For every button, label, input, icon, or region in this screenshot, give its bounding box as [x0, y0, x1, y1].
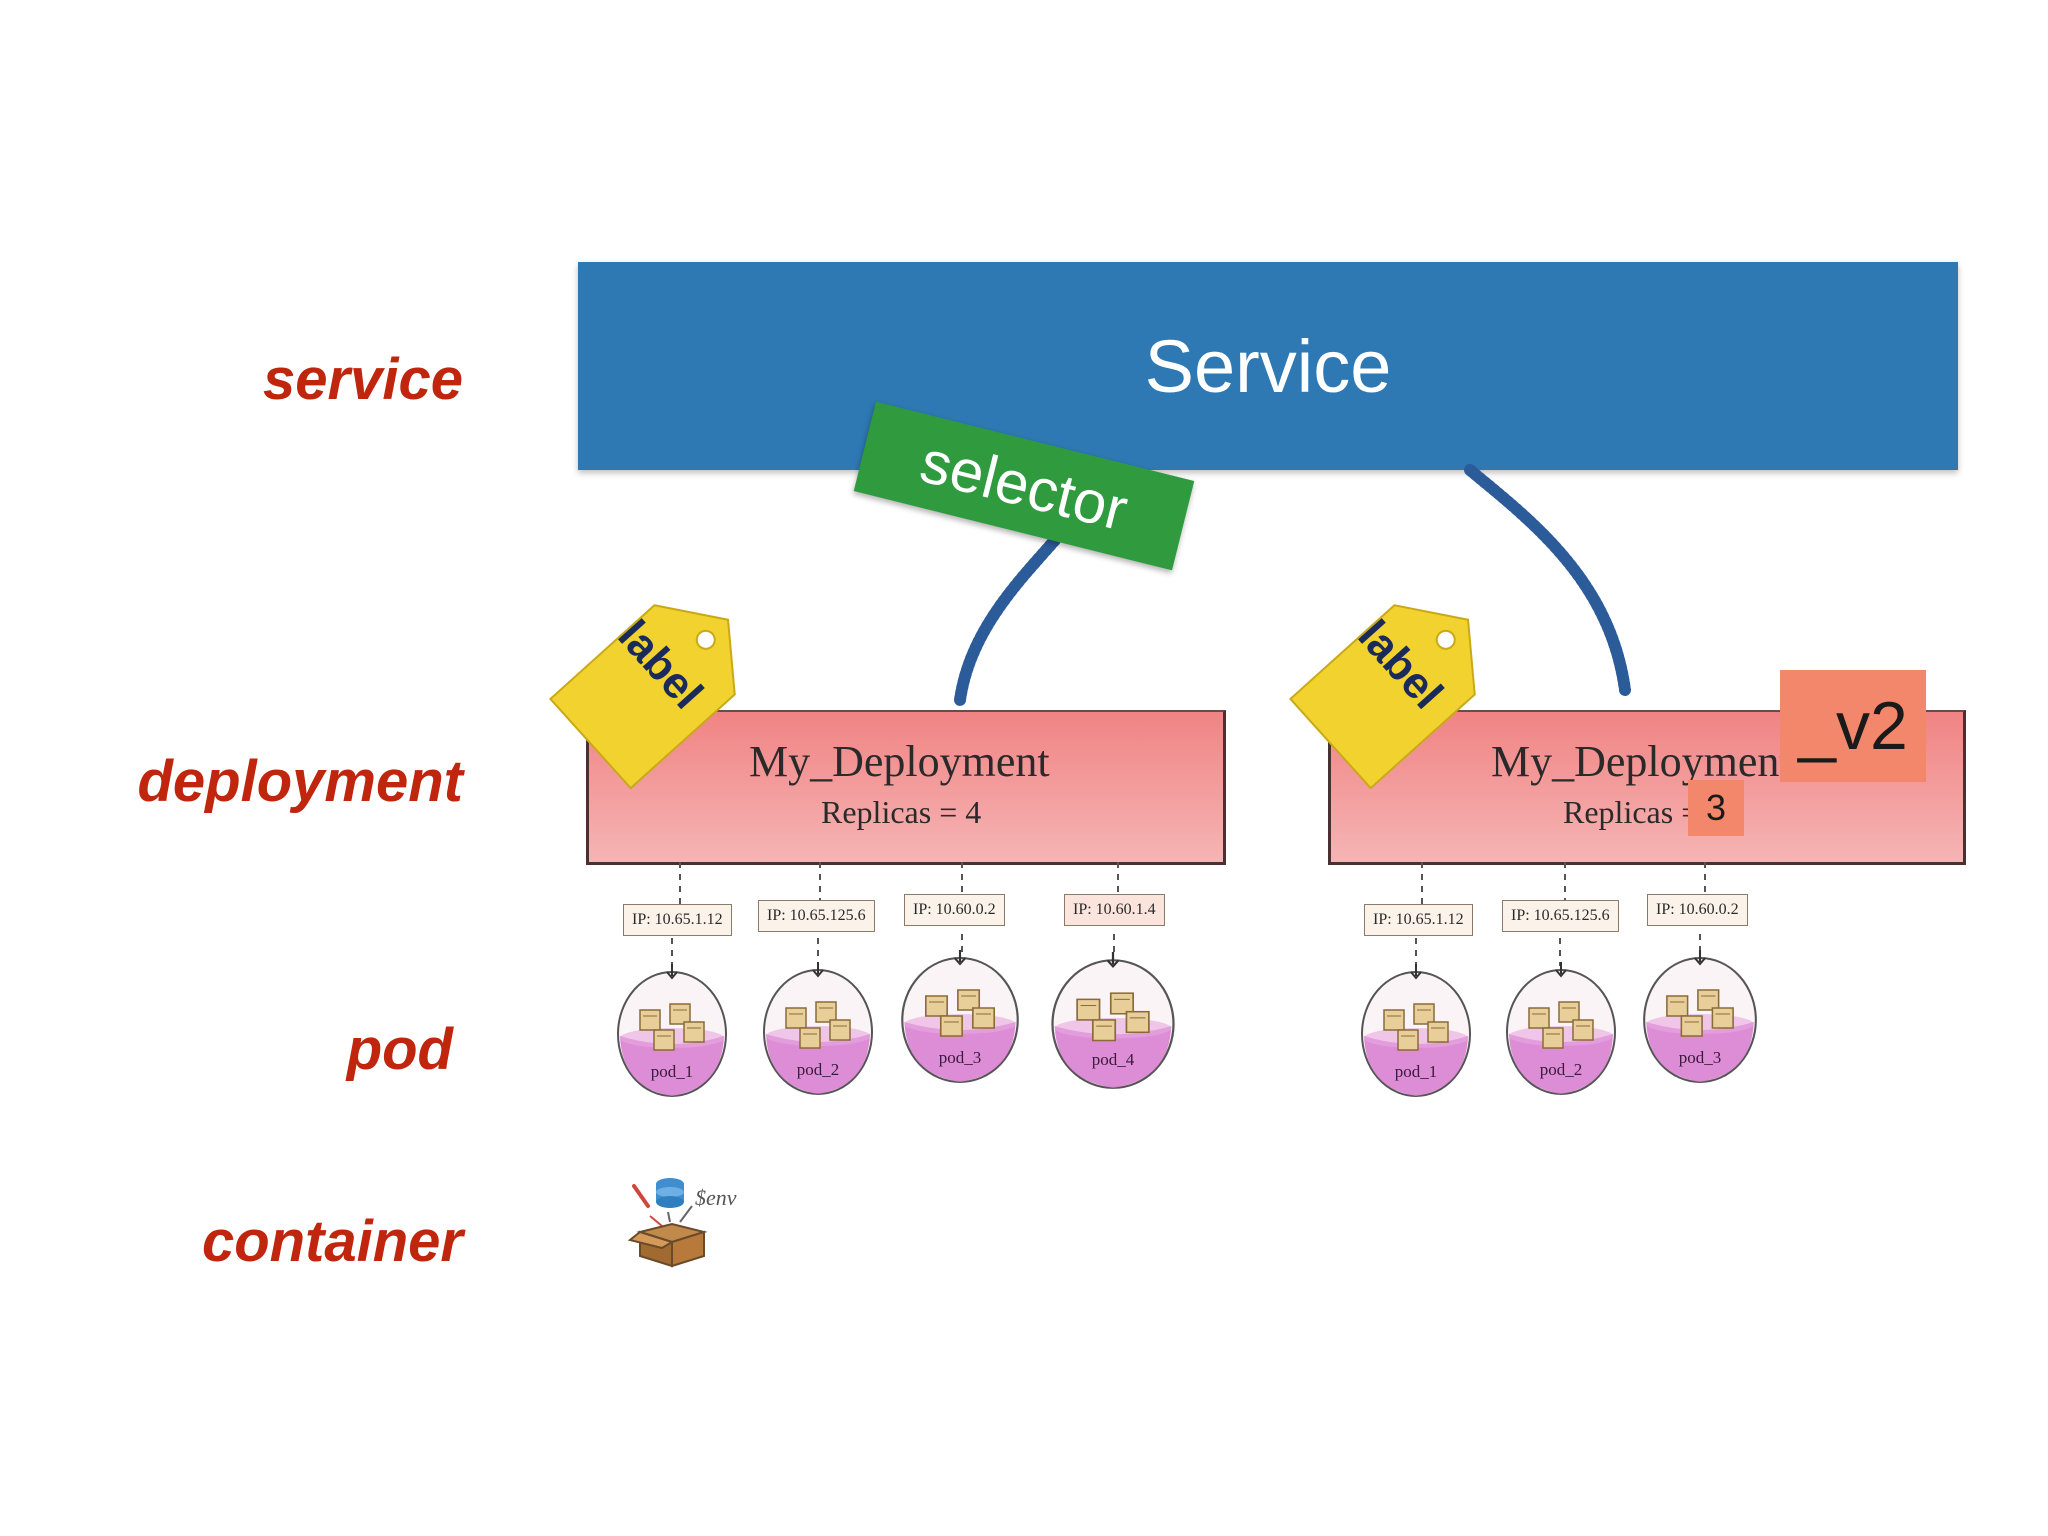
pod: pod_3	[898, 950, 1022, 1086]
deployment-name: My_Deployment	[1491, 737, 1792, 786]
env-label: $env	[695, 1185, 737, 1210]
deployment-box-1: My_Deployment Replicas = 4	[586, 710, 1226, 865]
pod-ip-tag: IP: 10.65.125.6	[758, 900, 875, 932]
pod-name: pod_3	[1678, 1048, 1722, 1067]
label-tag-left	[548, 604, 736, 790]
layer-label-container: container	[201, 1209, 463, 1274]
pod: pod_1	[1358, 964, 1474, 1100]
pod-ip-tag: IP: 10.65.125.6	[1502, 900, 1619, 932]
pod: pod_2	[760, 962, 876, 1098]
pod-name: pod_2	[796, 1060, 840, 1079]
layer-label-service: service	[263, 347, 463, 412]
pod: pod_2	[1503, 962, 1619, 1098]
pod: pod_1	[614, 964, 730, 1100]
pod-ip-tag: IP: 10.60.1.4	[1064, 894, 1165, 926]
pod-name: pod_4	[1091, 1050, 1135, 1069]
service-title: Service	[1144, 325, 1392, 408]
version-suffix-badge: _v2	[1780, 670, 1926, 782]
layer-label-deployment: deployment	[137, 749, 464, 814]
connector-left	[954, 534, 1061, 706]
pod: pod_4	[1048, 952, 1178, 1089]
deployment-replicas: Replicas =	[1563, 794, 1700, 830]
replicas-value-badge: 3	[1688, 780, 1744, 836]
pod-ip-tag: IP: 10.60.0.2	[1647, 894, 1748, 926]
pod-ip-tag: IP: 10.65.1.12	[623, 904, 732, 936]
deployment-replicas: Replicas = 4	[821, 794, 982, 830]
container-icon	[627, 1178, 708, 1268]
deployment-name: My_Deployment	[749, 737, 1050, 786]
pod-ip-tag: IP: 10.65.1.12	[1364, 904, 1473, 936]
service-box: Service	[578, 262, 1958, 470]
layer-label-pod: pod	[346, 1017, 453, 1082]
pod-name: pod_1	[650, 1062, 694, 1081]
label-tag-right	[1288, 604, 1476, 790]
pod-name: pod_1	[1394, 1062, 1438, 1081]
pod-ip-tag: IP: 10.60.0.2	[904, 894, 1005, 926]
pod-name: pod_2	[1539, 1060, 1583, 1079]
pod-name: pod_3	[938, 1048, 982, 1067]
pod: pod_3	[1640, 950, 1760, 1086]
